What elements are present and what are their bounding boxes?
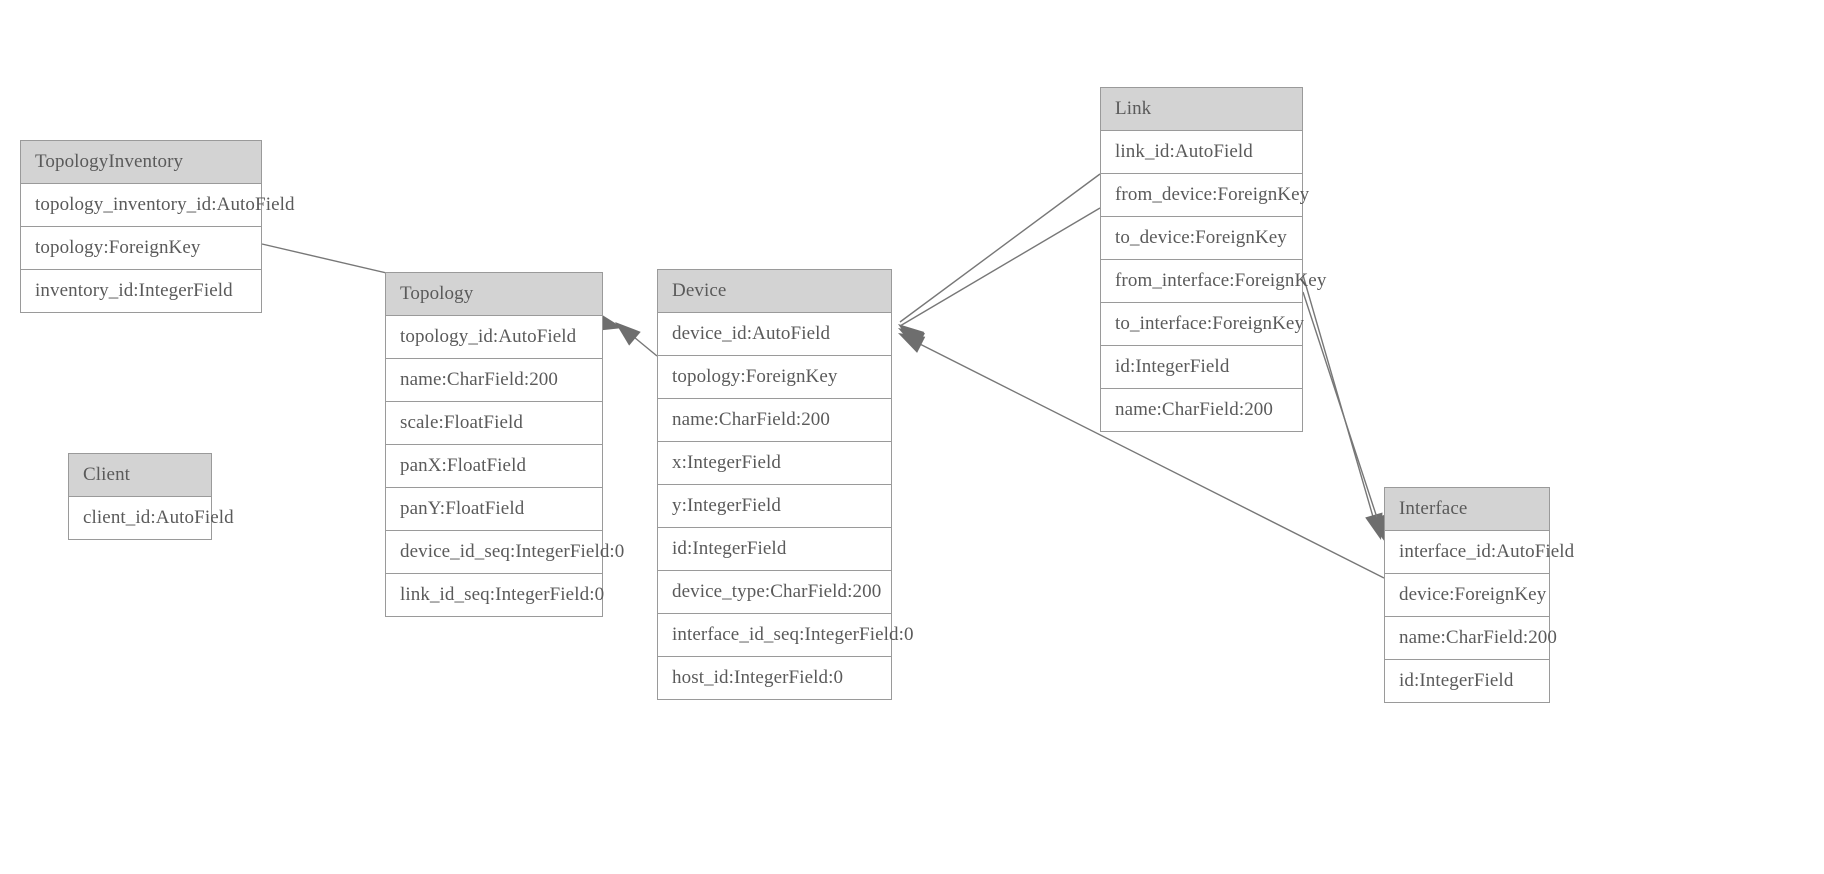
entity-title-device: Device	[658, 270, 891, 313]
relationship-line	[899, 173, 1101, 323]
field-row: name:CharField:200	[658, 399, 891, 442]
field-row: scale:FloatField	[386, 402, 602, 445]
relationship-arrowhead	[898, 333, 926, 353]
field-row: link_id:AutoField	[1101, 131, 1302, 174]
entity-title-client: Client	[69, 454, 211, 497]
relationship-line	[899, 207, 1101, 327]
field-row: id:IntegerField	[1101, 346, 1302, 389]
field-row: to_interface:ForeignKey	[1101, 303, 1304, 346]
field-row: from_interface:ForeignKey	[1101, 260, 1326, 303]
field-row: topology:ForeignKey	[21, 227, 261, 270]
relationship-arrowhead	[898, 328, 926, 349]
rel-device-topology	[615, 322, 658, 357]
field-row: x:IntegerField	[658, 442, 891, 485]
entity-title-link: Link	[1101, 88, 1302, 131]
rel-link-to-interface	[1302, 291, 1386, 542]
relationship-arrowhead	[898, 324, 925, 347]
field-row: device_type:CharField:200	[658, 571, 891, 614]
rel-link-from-device	[898, 173, 1101, 347]
field-row: panY:FloatField	[386, 488, 602, 531]
field-row: name:CharField:200	[1385, 617, 1557, 660]
field-row: id:IntegerField	[658, 528, 891, 571]
field-row: device_id:AutoField	[658, 313, 891, 356]
field-row: client_id:AutoField	[69, 497, 234, 539]
field-row: device_id_seq:IntegerField:0	[386, 531, 624, 574]
field-row: to_device:ForeignKey	[1101, 217, 1302, 260]
relationship-arrowhead	[615, 322, 641, 346]
field-row: topology_inventory_id:AutoField	[21, 184, 294, 227]
rel-link-from-interface	[1297, 257, 1383, 540]
relationship-line	[622, 327, 658, 357]
field-row: topology_id:AutoField	[386, 316, 602, 359]
field-row: panX:FloatField	[386, 445, 602, 488]
field-row: name:CharField:200	[386, 359, 602, 402]
rel-link-to-device	[898, 207, 1101, 349]
field-row: topology:ForeignKey	[658, 356, 891, 399]
field-row: link_id_seq:IntegerField:0	[386, 574, 604, 616]
field-row: from_device:ForeignKey	[1101, 174, 1309, 217]
entity-title-interface: Interface	[1385, 488, 1549, 531]
field-row: inventory_id:IntegerField	[21, 270, 261, 312]
field-row: host_id:IntegerField:0	[658, 657, 891, 699]
field-row: id:IntegerField	[1385, 660, 1549, 702]
entity-title-topology_inventory: TopologyInventory	[21, 141, 261, 184]
field-row: y:IntegerField	[658, 485, 891, 528]
field-row: device:ForeignKey	[1385, 574, 1549, 617]
relationship-line	[1297, 257, 1379, 535]
relationship-line	[1302, 291, 1384, 537]
field-row: name:CharField:200	[1101, 389, 1302, 431]
field-row: interface_id_seq:IntegerField:0	[658, 614, 913, 657]
field-row: interface_id:AutoField	[1385, 531, 1574, 574]
entity-title-topology: Topology	[386, 273, 602, 316]
